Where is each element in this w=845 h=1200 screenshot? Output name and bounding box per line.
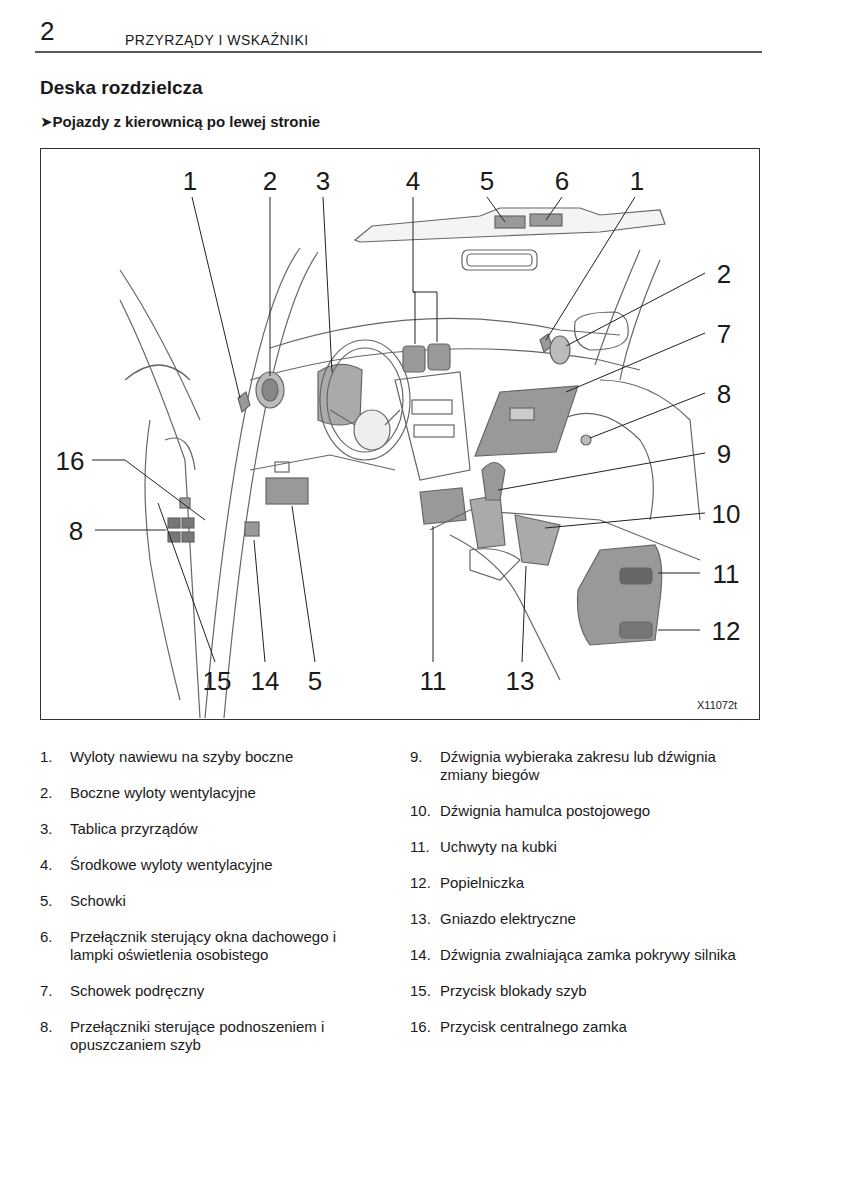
callout-number: 14 bbox=[251, 668, 280, 694]
legend-number: 2. bbox=[40, 784, 53, 802]
callout-number: 10 bbox=[712, 501, 741, 527]
figure-code: X11072t bbox=[697, 699, 737, 712]
callout-number: 7 bbox=[717, 321, 731, 347]
legend-text: Gniazdo elektryczne bbox=[440, 910, 760, 928]
legend-number: 7. bbox=[40, 982, 53, 1000]
callout-number: 3 bbox=[316, 168, 330, 194]
callout-number: 2 bbox=[263, 168, 277, 194]
callout-number: 8 bbox=[69, 518, 83, 544]
callout-number: 5 bbox=[480, 168, 494, 194]
legend-text: Wyloty nawiewu na szyby boczne bbox=[70, 748, 360, 766]
callout-number: 11 bbox=[713, 561, 740, 587]
callout-number: 8 bbox=[717, 381, 731, 407]
callout-number: 13 bbox=[506, 668, 535, 694]
subheading: ➤Pojazdy z kierownicą po lewej stronie bbox=[40, 113, 320, 131]
leader-lines bbox=[92, 197, 705, 662]
legend-number: 8. bbox=[40, 1018, 53, 1036]
car-interior-sketch bbox=[120, 208, 700, 718]
callout-number: 16 bbox=[56, 448, 85, 474]
legend-number: 10. bbox=[410, 802, 431, 820]
callout-number: 5 bbox=[308, 668, 322, 694]
legend-text: Schowek podręczny bbox=[70, 982, 360, 1000]
legend-text: Uchwyty na kubki bbox=[440, 838, 760, 856]
legend-text: Popielniczka bbox=[440, 874, 760, 892]
legend-text: Dźwignia zwalniająca zamka pokrywy silni… bbox=[440, 946, 760, 964]
legend-number: 14. bbox=[410, 946, 431, 964]
callout-number: 12 bbox=[712, 618, 741, 644]
figure-frame bbox=[41, 149, 760, 720]
legend-text: Przełącznik sterujący okna dachowego i l… bbox=[70, 928, 360, 964]
page-number: 2 bbox=[40, 16, 54, 47]
section-title: Deska rozdzielcza bbox=[40, 77, 203, 100]
legend-text: Tablica przyrządów bbox=[70, 820, 360, 838]
callout-number: 9 bbox=[717, 441, 731, 467]
legend-text: Schowki bbox=[70, 892, 360, 910]
legend-text: Boczne wyloty wentylacyjne bbox=[70, 784, 360, 802]
legend-number: 3. bbox=[40, 820, 53, 838]
legend-number: 1. bbox=[40, 748, 53, 766]
callout-number: 6 bbox=[555, 168, 569, 194]
legend-text: Dźwignia wybieraka zakresu lub dźwignia … bbox=[440, 748, 760, 784]
legend-text: Środkowe wyloty wentylacyjne bbox=[70, 856, 360, 874]
callout-number: 15 bbox=[203, 668, 232, 694]
legend-number: 13. bbox=[410, 910, 431, 928]
legend-number: 6. bbox=[40, 928, 53, 946]
legend-text: Przycisk blokady szyb bbox=[440, 982, 760, 1000]
legend-number: 9. bbox=[410, 748, 423, 766]
callout-number: 4 bbox=[406, 168, 420, 194]
legend-text: Przełączniki sterujące podnoszeniem i op… bbox=[70, 1018, 360, 1054]
callout-number: 1 bbox=[630, 168, 644, 194]
legend-number: 12. bbox=[410, 874, 431, 892]
callout-number: 11 bbox=[420, 668, 447, 694]
header-rule bbox=[35, 51, 762, 53]
legend-number: 11. bbox=[410, 838, 430, 856]
legend-number: 5. bbox=[40, 892, 53, 910]
callout-number: 2 bbox=[717, 261, 731, 287]
legend-text: Dźwignia hamulca postojowego bbox=[440, 802, 760, 820]
legend-number: 4. bbox=[40, 856, 53, 874]
legend-number: 15. bbox=[410, 982, 431, 1000]
legend-text: Przycisk centralnego zamka bbox=[440, 1018, 760, 1036]
callout-number: 1 bbox=[183, 168, 197, 194]
chapter-heading: PRZYRZĄDY I WSKAŹNIKI bbox=[125, 32, 309, 49]
legend-number: 16. bbox=[410, 1018, 431, 1036]
